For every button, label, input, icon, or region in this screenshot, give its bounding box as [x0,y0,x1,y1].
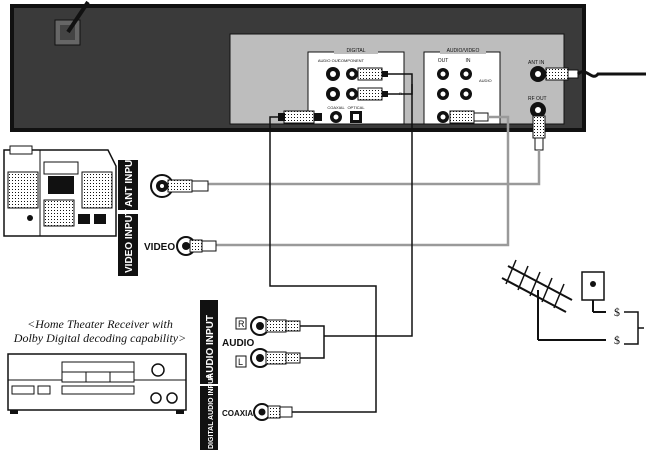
rca-plug-icon [189,239,217,253]
jack-component-2[interactable] [346,88,358,100]
receiver-digital-audio-input: DIGITAL AUDIO INPUT COAXIAL [200,374,293,450]
tv-video-input: VIDEO INPUT VIDEO [118,209,217,276]
coax-cable-plug [278,110,322,124]
audio-video-group-title: AUDIO/VIDEO [447,48,480,54]
receiver-icon [7,353,187,414]
coaxial-label: COAXIAL [327,105,345,110]
receiver-caption-line2: Dolby Digital decoding capability> [13,331,186,345]
cables [208,73,541,413]
svg-text:$: $ [614,333,620,347]
jack-av-in-1[interactable] [460,68,472,80]
receiver-caption-line1: <Home Theater Receiver with [27,317,173,331]
audio-video-group: AUDIO/VIDEO OUT IN AUDIO [423,47,501,125]
l-label: L [238,357,243,367]
video-input-label: VIDEO INPUT [124,209,135,273]
jack-receiver-coaxial[interactable] [253,403,271,421]
digital-group-title: DIGITAL [346,48,365,54]
rca-plug-icon [357,87,388,101]
audio-label: AUDIO [222,338,254,349]
coax-plug-icon [532,115,546,151]
jack-optical-out[interactable] [350,111,362,123]
ant-in-label: ANT IN [528,60,545,66]
wall-outlet-icon: $ $ [581,271,644,347]
jack-video-out[interactable] [437,111,449,123]
rca-plug-icon [357,67,388,81]
coaxial-label: COAXIAL [222,409,258,418]
coax-plug-icon [545,67,579,81]
jack-av-in-2[interactable] [460,88,472,100]
in-label: IN [466,58,471,64]
ant-input-label: ANT INPUT [124,154,135,207]
jack-coaxial-out[interactable] [330,111,342,123]
jack-ant-in[interactable] [530,66,546,82]
receiver-audio-input: AUDIO INPUT AUDIO R L [200,300,301,384]
component-label: COMPONENT [338,58,365,63]
rf-out-label: RF OUT [528,96,547,102]
antenna-in-cable [576,70,646,78]
rca-plug-icon [449,110,489,124]
dvd-player-rear-panel: DIGITAL AUDIO OUT COMPONENT COAXIAL OPTI… [10,0,586,151]
out-label: OUT [438,58,449,64]
jack-av-out-2[interactable] [437,88,449,100]
audio-label: AUDIO [479,78,492,83]
svg-text:$: $ [614,305,620,319]
digital-output-group: DIGITAL AUDIO OUT COMPONENT COAXIAL OPTI… [307,47,405,125]
rca-plug-icon [265,319,301,333]
jack-component-1[interactable] [346,68,358,80]
jack-av-out-1[interactable] [437,68,449,80]
video-label: VIDEO [144,242,175,253]
audio-out-label: AUDIO OUT [318,58,341,63]
audio-input-label: AUDIO INPUT [205,315,216,380]
jack-audio-out-l[interactable] [326,87,340,101]
tv-icon [3,145,117,237]
tv-ant-input: ANT INPUT [118,154,209,210]
optical-label: OPTICAL [347,105,365,110]
jack-rf-out[interactable] [530,102,546,118]
antenna-icon [501,259,606,341]
coax-plug-icon [167,179,209,193]
jack-receiver-audio-r[interactable] [250,316,270,336]
rca-plug-icon [265,351,301,365]
jack-audio-out-r[interactable] [326,67,340,81]
coax-plug-icon [267,405,293,419]
r-label: R [238,319,245,329]
digital-audio-input-label: DIGITAL AUDIO INPUT [208,374,215,449]
power-cord-icon [54,0,90,46]
